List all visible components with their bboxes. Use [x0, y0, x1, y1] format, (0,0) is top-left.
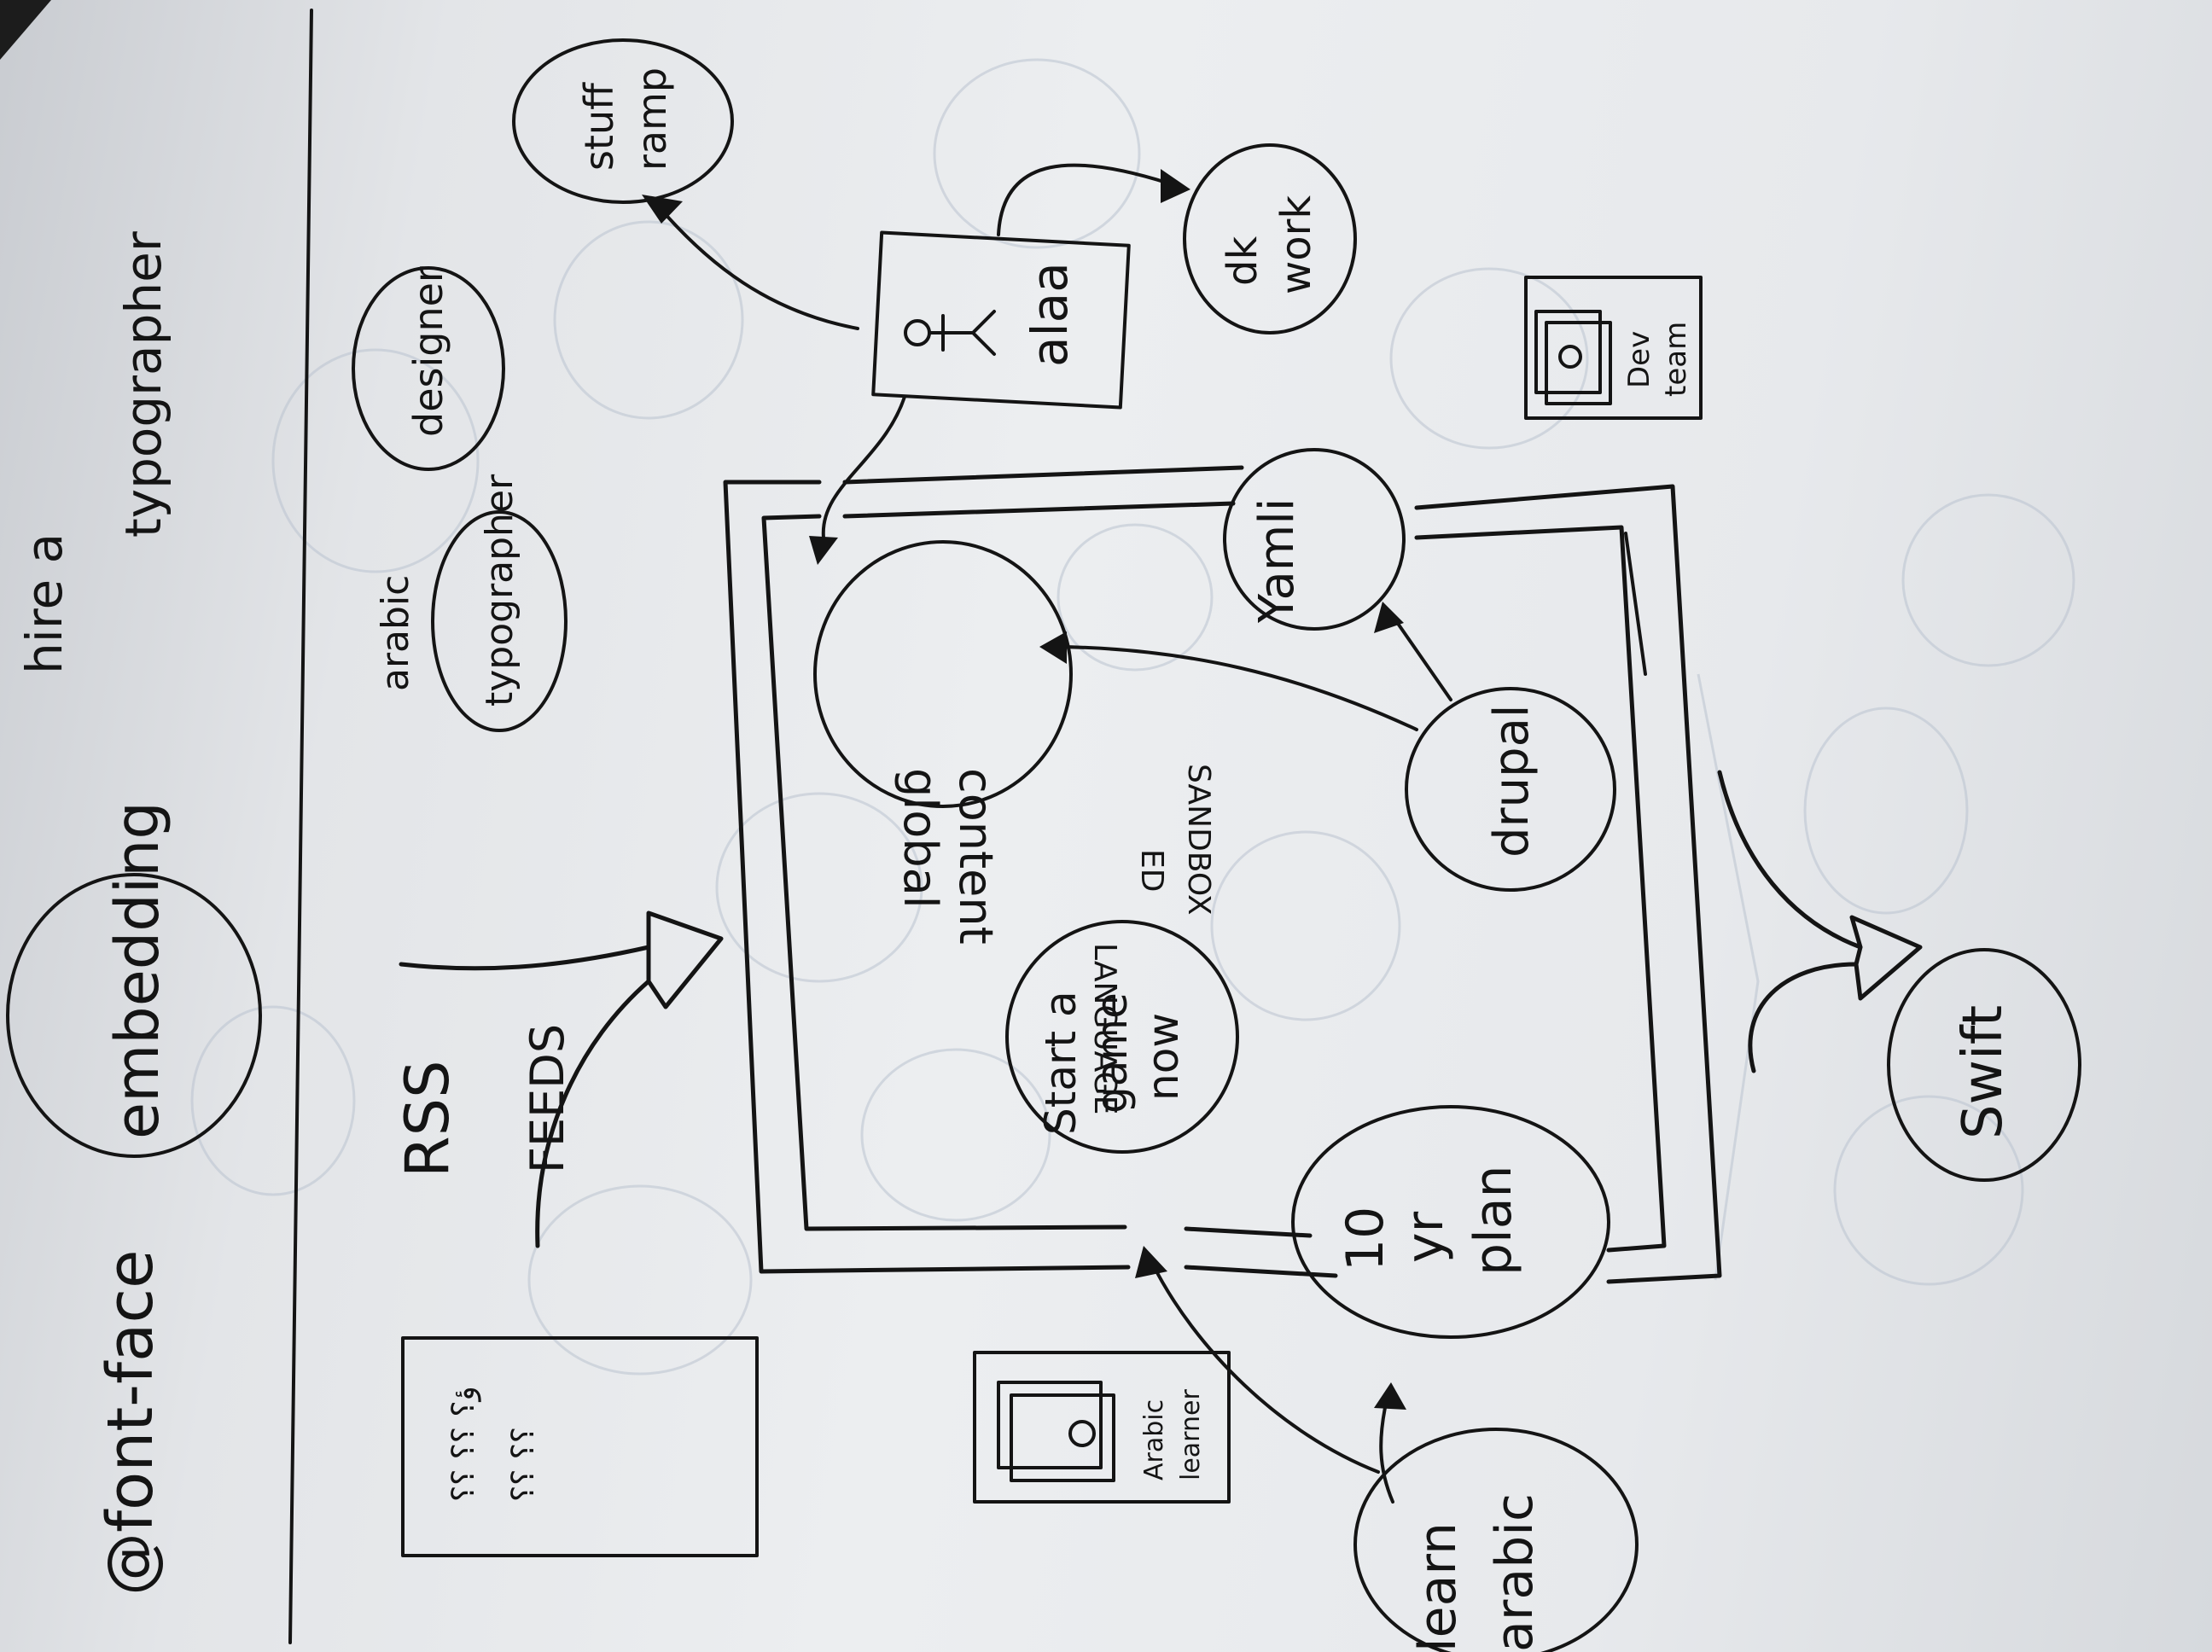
font-face-text: @font-face	[94, 1249, 167, 1596]
font-face-note: @font-face	[94, 1249, 167, 1596]
drupal-to-yamli-arrow	[1374, 602, 1452, 701]
person-to-stuff-arrow	[642, 195, 859, 330]
dev-team-card: Dev team	[1524, 276, 1703, 420]
yamli-text: Yamli	[1249, 498, 1305, 624]
person-to-dk-arrow	[997, 163, 1190, 236]
swift-text: Swift	[1952, 1005, 2015, 1139]
list-glyphs-1: ؤ؟ ؟؟ ؟؟	[446, 1386, 481, 1502]
drupal-to-global-arrow	[1039, 631, 1418, 731]
learn-arabic-circle: learn arabic	[1353, 1428, 1639, 1652]
global-line2-text: content	[949, 768, 1003, 945]
ten-year-plan-circle: 10 yr plan	[1291, 1105, 1610, 1339]
designer-circle: designer	[352, 266, 505, 471]
dev-team-line2-text: team	[1659, 322, 1693, 397]
arabic-label: arabic	[374, 575, 417, 691]
person-head-icon	[904, 319, 931, 346]
sandbox-frame	[723, 465, 1722, 1284]
designer-text: designer	[405, 266, 451, 437]
person-label-text: alaa	[1021, 262, 1079, 367]
typographer-circle: typographer	[431, 474, 568, 732]
person-card: alaa	[871, 230, 1131, 410]
stuff-line1-text: stuff	[576, 82, 622, 171]
list-glyphs-2: ؟؟ ؟؟	[506, 1427, 541, 1502]
arabic-learner-card: Arabic learner	[973, 1351, 1231, 1504]
arabic-learner-line2-text: learner	[1176, 1389, 1206, 1480]
rss-text: RSS	[393, 1060, 463, 1178]
plan-line2-text: yr	[1395, 1211, 1455, 1263]
global-content-circle: global content	[813, 540, 1073, 945]
bleed-through-ghosts	[190, 58, 2075, 1376]
drupal-text: drupal	[1484, 705, 1540, 858]
start-game-line1-text: Start a	[1036, 991, 1086, 1135]
sandbox-title-line3: SANDBOX	[1181, 764, 1216, 916]
stuff-ramp-circle: stuff ramp	[512, 38, 734, 204]
hire-typographer-note: hire a typographer	[15, 231, 172, 674]
hire-line1-text: hire a	[15, 533, 73, 674]
stuff-line2-text: ramp	[629, 67, 675, 171]
embedding-circle: embedding	[6, 801, 262, 1158]
sandbox-title-line2: ED	[1134, 849, 1169, 892]
person-body-icon	[928, 310, 996, 356]
list-box: ؤ؟ ؟؟ ؟؟ ؟؟ ؟؟	[401, 1336, 759, 1557]
typographer-text: typographer	[478, 474, 521, 707]
arabic-learner-line1-text: Arabic	[1139, 1399, 1169, 1480]
margin-line	[288, 9, 313, 1644]
arabic-learner-person-icon	[1068, 1420, 1096, 1447]
start-game-line3-text: now	[1138, 1013, 1188, 1101]
rss-feeds-arrow	[399, 910, 724, 1248]
swift-circle: Swift	[1887, 948, 2081, 1182]
sandbox-to-swift-arrow	[1717, 770, 1923, 1073]
learn-to-plan-arrow	[1374, 1382, 1406, 1504]
dk-line2-text: work	[1272, 195, 1320, 294]
plan-line3-text: plan	[1464, 1165, 1523, 1276]
person-to-global-arrow	[809, 395, 906, 565]
dk-work-circle: dk work	[1183, 143, 1357, 334]
learn-line2-text: arabic	[1485, 1493, 1545, 1652]
global-line1-text: global	[894, 768, 947, 909]
dev-team-line1-text: Dev	[1622, 331, 1656, 388]
drupal-circle: drupal	[1405, 687, 1616, 892]
dev-team-person-icon	[1558, 345, 1582, 369]
dk-line1-text: dk	[1219, 236, 1266, 286]
learn-line1-text: learn	[1408, 1522, 1468, 1652]
yamli-circle: Yamli	[1223, 448, 1406, 631]
photo-corner	[0, 0, 51, 60]
plan-line1-text: 10	[1336, 1207, 1395, 1271]
sandbox-title-line1: LANGUAGE	[1087, 943, 1122, 1114]
hire-line2-text: typographer	[114, 231, 172, 538]
start-game-line2-text: game	[1087, 992, 1137, 1114]
start-game-circle: Start a game now	[1005, 920, 1239, 1154]
learn-to-sandbox-arrow	[1135, 1246, 1380, 1474]
embedding-text: embedding	[102, 801, 172, 1139]
